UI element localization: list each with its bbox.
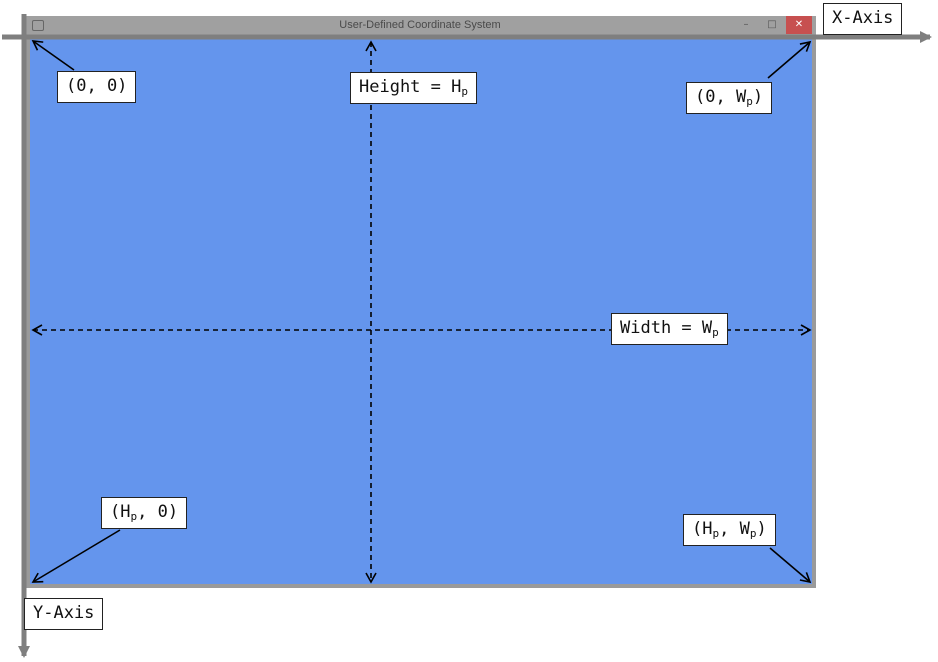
width-label: Width = Wp (611, 313, 728, 345)
height-label-subscript: p (461, 85, 468, 98)
client-area (30, 36, 812, 584)
height-label: Height = Hp (350, 72, 477, 104)
bottom-right-label-mid: , W (719, 519, 750, 539)
close-button[interactable]: ✕ (786, 16, 812, 34)
minimize-button[interactable]: – (743, 19, 749, 30)
bottom-left-label-open: (H (110, 502, 131, 522)
window-title: User-Defined Coordinate System (339, 19, 501, 31)
bottom-left-label-close: , 0) (137, 502, 179, 522)
title-bar[interactable]: User-Defined Coordinate System – □ ✕ (24, 16, 816, 36)
bottom-left-label-subscript: p (130, 510, 138, 523)
bottom-left-coordinate-label: (Hp, 0) (101, 497, 188, 529)
bottom-right-label-open: (H (692, 519, 713, 539)
top-right-coordinate-label: (0, Wp) (686, 82, 773, 114)
bottom-right-coordinate-label: (Hp, Wp) (683, 514, 776, 546)
bottom-right-label-close: ) (756, 519, 767, 539)
top-right-pointer (767, 40, 812, 79)
top-right-label-close: ) (752, 87, 764, 107)
height-label-text: Height = H (359, 77, 462, 97)
x-axis-label: X-Axis (823, 3, 903, 35)
top-left-coordinate-label: (0, 0) (57, 71, 137, 103)
top-left-pointer (31, 40, 75, 71)
app-icon (32, 20, 44, 31)
width-label-subscript: p (712, 326, 719, 339)
bottom-right-label-subscript-h: p (712, 527, 720, 540)
maximize-button[interactable]: □ (767, 19, 777, 30)
top-right-label-text: (0, W (695, 87, 747, 107)
bottom-right-label-subscript-w: p (749, 527, 757, 540)
top-right-label-subscript: p (746, 95, 753, 108)
bottom-left-pointer (31, 529, 121, 583)
y-axis-label: Y-Axis (24, 598, 104, 630)
width-label-text: Width = W (620, 318, 713, 338)
bottom-right-pointer (769, 547, 812, 584)
